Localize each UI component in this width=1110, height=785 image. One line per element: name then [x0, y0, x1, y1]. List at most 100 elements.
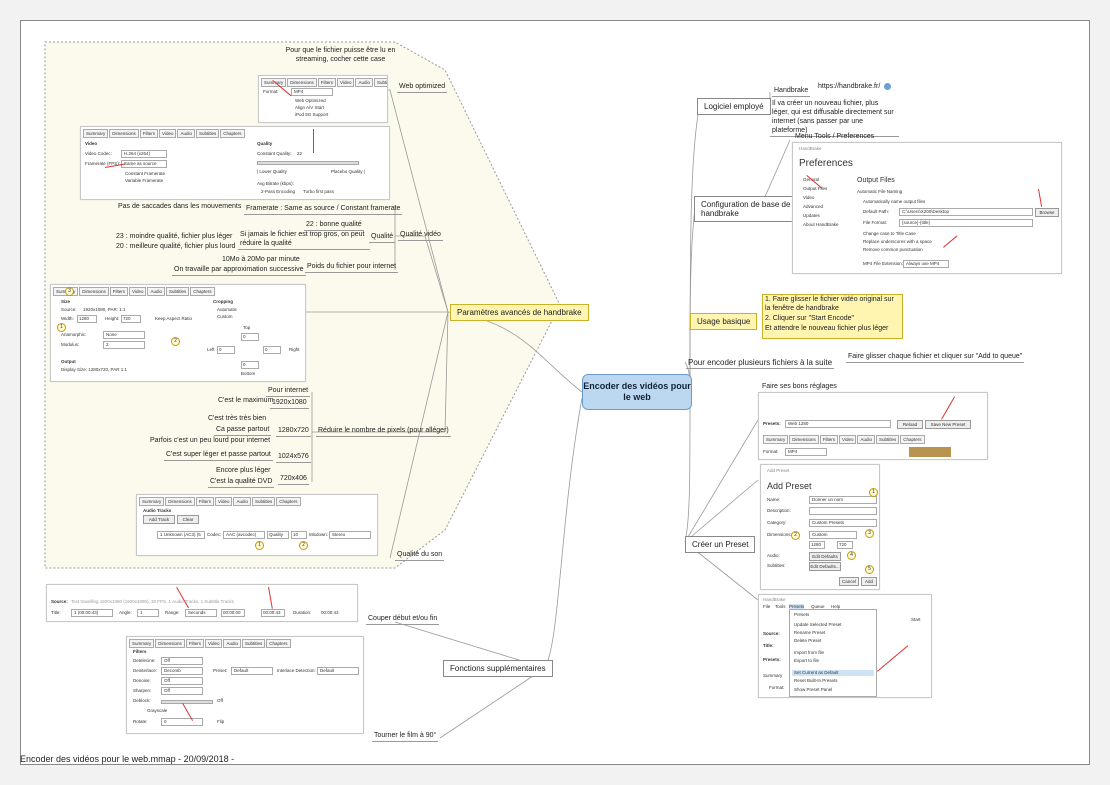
- tab-video[interactable]: Video: [215, 497, 233, 506]
- denoise-select[interactable]: Off: [161, 677, 203, 685]
- end-input[interactable]: 00:00:43: [261, 609, 285, 617]
- height-input[interactable]: 720: [121, 315, 141, 323]
- codec-select[interactable]: H.264 (x264): [121, 150, 167, 158]
- menu-help[interactable]: Help: [831, 604, 841, 609]
- auto-name-checkbox[interactable]: Automatically name output files: [863, 199, 926, 204]
- anamorphic-select[interactable]: None: [103, 331, 145, 339]
- browse-button[interactable]: Browse: [1035, 208, 1059, 217]
- tab-filters[interactable]: Filters: [195, 497, 215, 506]
- tab-subtitles[interactable]: Subtitles: [241, 639, 266, 648]
- tab-filters[interactable]: Filters: [109, 287, 129, 296]
- title-case-checkbox[interactable]: Change case to Title Case: [863, 231, 916, 236]
- underscores-checkbox[interactable]: Replace underscores with a space: [863, 239, 932, 244]
- tab-audio[interactable]: Audio: [147, 287, 165, 296]
- clear-button[interactable]: Clear: [177, 515, 199, 524]
- tab-chapters[interactable]: Chapters: [900, 435, 925, 444]
- cancel-button[interactable]: Cancel: [839, 577, 859, 586]
- tab-subtitles[interactable]: Subtitles: [373, 78, 387, 87]
- width-input[interactable]: 1280: [77, 315, 97, 323]
- topic-usage[interactable]: Usage basique: [690, 313, 758, 330]
- dim-height-input[interactable]: 720: [837, 541, 853, 549]
- punct-checkbox[interactable]: Remove common punctuation: [863, 247, 923, 252]
- tab-dimensions[interactable]: Dimensions: [789, 435, 819, 444]
- quality-number[interactable]: 10: [291, 531, 307, 539]
- tab-dimensions[interactable]: Dimensions: [165, 497, 195, 506]
- prefs-nav-updates[interactable]: Updates: [803, 213, 820, 218]
- save-new-preset-button[interactable]: Save New Preset: [925, 420, 971, 429]
- link-url[interactable]: https://handbrake.fr/: [818, 82, 892, 91]
- detelecine-select[interactable]: Off: [161, 657, 203, 665]
- menu-item-update[interactable]: Update Selected Preset: [794, 622, 842, 627]
- start-input[interactable]: 00:00:00: [221, 609, 245, 617]
- tab-chapters[interactable]: Chapters: [190, 287, 215, 296]
- ipod-checkbox[interactable]: iPod 5G Support: [295, 112, 329, 117]
- menu-presets[interactable]: Presets: [789, 604, 805, 610]
- tab-subtitles[interactable]: Subtitles: [195, 129, 220, 138]
- tab-subtitles[interactable]: Subtitles: [165, 287, 190, 296]
- tab-subtitles[interactable]: Subtitles: [875, 435, 900, 444]
- align-checkbox[interactable]: Align A/V Start: [295, 105, 325, 110]
- topic-params[interactable]: Paramètres avancés de handbrake: [450, 304, 589, 321]
- tab-chapters[interactable]: Chapters: [266, 639, 291, 648]
- tab-dimensions[interactable]: Dimensions: [79, 287, 109, 296]
- tab-chapters[interactable]: Chapters: [220, 129, 245, 138]
- menu-item-presets[interactable]: Presets: [794, 612, 810, 617]
- menu-item-show-panel[interactable]: Show Preset Panel: [794, 687, 833, 692]
- tab-audio[interactable]: Audio: [223, 639, 241, 648]
- tab-subtitles[interactable]: Subtitles: [251, 497, 276, 506]
- fps-select[interactable]: Same as source: [121, 160, 167, 168]
- tab-summary[interactable]: Summary: [763, 435, 789, 444]
- tab-audio[interactable]: Audio: [355, 78, 373, 87]
- mixdown-select[interactable]: Stereo: [329, 531, 371, 539]
- menu-item-export[interactable]: Export to file: [794, 658, 820, 663]
- menu-item-set-default[interactable]: Set Current as Default: [792, 670, 874, 676]
- quality-slider[interactable]: [257, 161, 359, 165]
- tab-audio[interactable]: Audio: [233, 497, 251, 506]
- reload-button[interactable]: Reload: [897, 420, 923, 429]
- topic-logiciel[interactable]: Logiciel employé: [697, 98, 771, 115]
- file-format-input[interactable]: {source}-{title}: [899, 219, 1033, 227]
- presets-select[interactable]: Web 1280: [785, 420, 891, 428]
- track-select[interactable]: 1 Unknown (AC3) (5: [157, 531, 205, 539]
- menu-item-rename[interactable]: Rename Preset: [794, 630, 826, 635]
- tab-dimensions[interactable]: Dimensions: [155, 639, 185, 648]
- topic-fonctions[interactable]: Fonctions supplémentaires: [443, 660, 553, 677]
- edit-subtitle-defaults-button[interactable]: Edit Defaults...: [809, 562, 841, 571]
- tab-summary[interactable]: Summary: [139, 497, 165, 506]
- menu-queue[interactable]: Queue: [811, 604, 825, 609]
- tab-dimensions[interactable]: Dimensions: [287, 78, 317, 87]
- tab-chapters[interactable]: Chapters: [276, 497, 301, 506]
- menu-tools[interactable]: Tools: [775, 604, 786, 609]
- default-path-input[interactable]: C:\Users\X200\Desktop: [899, 208, 1033, 216]
- avg-bitrate-radio[interactable]: Avg Bitrate (kbps):: [257, 181, 294, 186]
- angle-select[interactable]: 1: [137, 609, 159, 617]
- tab-audio[interactable]: Audio: [177, 129, 195, 138]
- central-topic[interactable]: Encoder des vidéos pour le web: [582, 374, 692, 410]
- crop-left-input[interactable]: 0: [217, 346, 235, 354]
- range-select[interactable]: Seconds: [185, 609, 217, 617]
- tab-filters[interactable]: Filters: [139, 129, 159, 138]
- crop-automatic-radio[interactable]: Automatic: [217, 307, 238, 312]
- tab-video[interactable]: Video: [337, 78, 355, 87]
- prefs-nav-video[interactable]: Video: [803, 195, 815, 200]
- add-track-button[interactable]: Add Track: [143, 515, 175, 524]
- flip-checkbox[interactable]: Flip: [217, 719, 225, 724]
- tab-video[interactable]: Video: [159, 129, 177, 138]
- description-input[interactable]: [809, 507, 877, 515]
- format-select[interactable]: MP4: [291, 88, 333, 96]
- tab-filters[interactable]: Filters: [317, 78, 337, 87]
- variable-framerate-radio[interactable]: Variable Framerate: [125, 178, 164, 183]
- category-select[interactable]: Custom Presets: [809, 519, 877, 527]
- turbo-checkbox[interactable]: Turbo first pass: [303, 189, 334, 194]
- web-optimized-checkbox[interactable]: Web Optimized: [295, 98, 326, 103]
- topic-config[interactable]: Configuration de base de handbrake: [694, 196, 802, 222]
- prefs-nav-output[interactable]: Output Files: [803, 186, 828, 191]
- interlace-select[interactable]: Default: [317, 667, 359, 675]
- deinterlace-select[interactable]: Decomb: [161, 667, 203, 675]
- modulus-select[interactable]: 2: [103, 341, 145, 349]
- tab-filters[interactable]: Filters: [819, 435, 839, 444]
- rotate-select[interactable]: 0: [161, 718, 203, 726]
- tab-video[interactable]: Video: [205, 639, 223, 648]
- tab-filters[interactable]: Filters: [185, 639, 205, 648]
- audio-codec-select[interactable]: AAC (avcodec): [223, 531, 265, 539]
